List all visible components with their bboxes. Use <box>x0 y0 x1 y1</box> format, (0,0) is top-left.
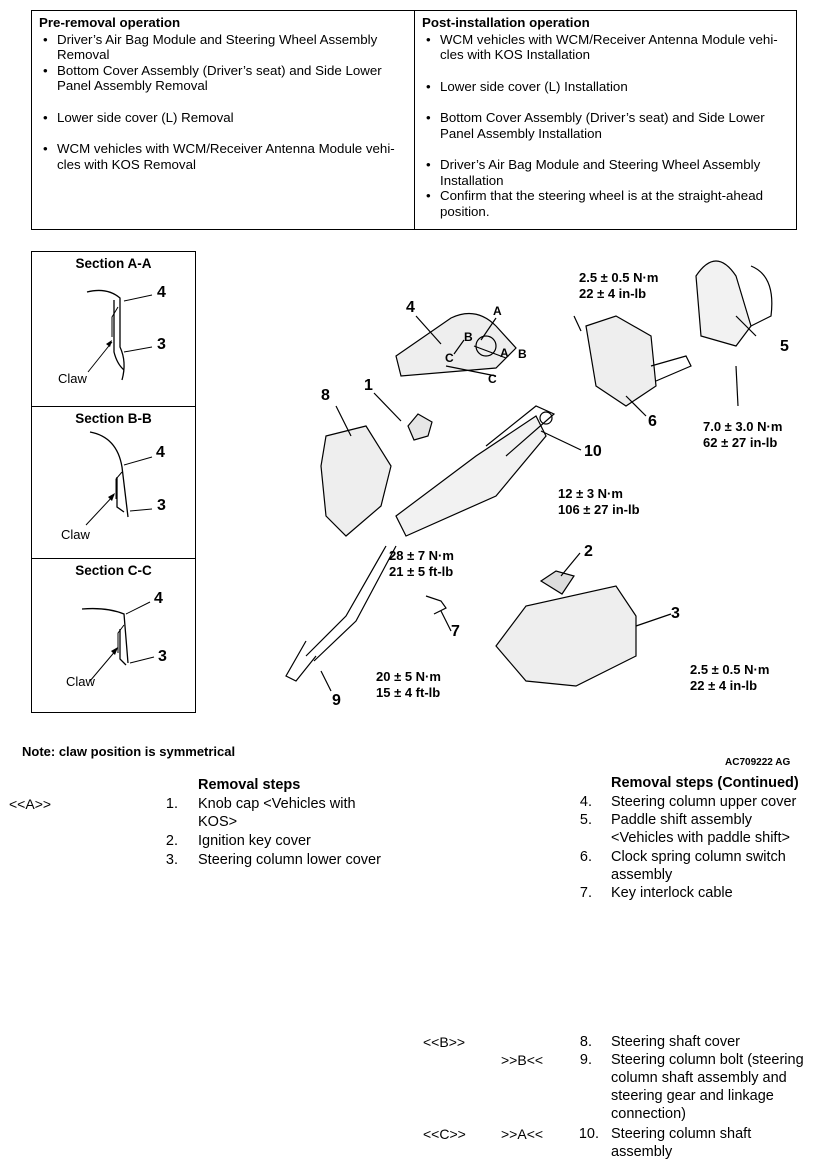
step-text: <Vehicles with paddle shift> <box>611 830 790 846</box>
part-label-3: 3 <box>158 648 167 665</box>
step-text: Key interlock cable <box>611 885 733 901</box>
callout-9: 9 <box>332 692 341 709</box>
section-views: Section A-A 4 3 Claw Section B-B 4 3 Cla… <box>31 251 196 713</box>
post-installation-item: Lower side cover (L) Installation <box>422 79 788 95</box>
pre-removal-item: Bottom Cover Assembly (Driver’s seat) an… <box>39 63 406 94</box>
section-title: Section B-B <box>75 411 152 426</box>
removal-steps-title: Removal steps <box>198 777 301 793</box>
callout-6: 6 <box>648 413 657 430</box>
step-number: 9. <box>579 1052 592 1068</box>
callout-8: 8 <box>321 387 330 404</box>
callout-1: 1 <box>364 377 373 394</box>
pre-removal-list: Driver’s Air Bag Module and Steering Whe… <box>39 32 406 173</box>
step-text: Steering column lower cover <box>198 852 381 868</box>
section-a-a: Section A-A 4 3 Claw <box>32 252 195 406</box>
view-arrow-a: A <box>493 304 502 318</box>
step-text: steering gear and linkage <box>611 1088 774 1104</box>
step-text: Clock spring column switch <box>611 849 786 865</box>
post-installation-item: WCM vehicles with WCM/Receiver Antenna M… <box>422 32 788 63</box>
step-text: Steering column shaft <box>611 1126 752 1142</box>
removal-steps-continued-title: Removal steps (Continued) <box>611 775 799 791</box>
callout-7: 7 <box>451 623 460 640</box>
part-label-4: 4 <box>154 590 163 607</box>
step-text: assembly <box>611 1144 673 1160</box>
step-text: Steering column upper cover <box>611 794 797 810</box>
claw-label: Claw <box>58 371 87 386</box>
operations-table: Pre-removal operation Driver’s Air Bag M… <box>31 10 797 230</box>
step-number: 6. <box>579 849 592 865</box>
exploded-view-drawing <box>285 260 773 692</box>
step-number: 7. <box>579 885 592 901</box>
callout-4: 4 <box>406 299 415 316</box>
section-c-c: Section C-C 4 3 Claw <box>32 558 195 712</box>
post-installation-header: Post-installation operation <box>422 15 590 30</box>
step-number: 1. <box>165 796 178 812</box>
step-number: 3. <box>165 852 178 868</box>
step-text: assembly <box>611 867 673 883</box>
removal-steps-right: Removal steps (Continued) 4. Steering co… <box>0 774 817 1169</box>
section-c-c-drawing <box>81 601 155 682</box>
section-a-a-drawing <box>86 289 153 381</box>
removal-steps-left: Removal steps <<A>> 1. Knob cap <Vehicle… <box>0 776 420 876</box>
pre-removal-item: WCM vehicles with WCM/Receiver Antenna M… <box>39 141 406 172</box>
procedure-mark: <<C>> <box>423 1126 466 1142</box>
step-text: KOS> <box>198 814 238 830</box>
part-label-3: 3 <box>157 336 166 353</box>
callout-3: 3 <box>671 605 680 622</box>
claw-label: Claw <box>66 674 95 689</box>
step-number: 5. <box>579 812 592 828</box>
view-arrow-b: B <box>518 347 527 361</box>
procedure-mark: >>A<< <box>501 1126 544 1142</box>
step-text: connection) <box>611 1106 686 1122</box>
step-text: Ignition key cover <box>198 833 311 849</box>
pre-removal-item: Lower side cover (L) Removal <box>39 110 406 126</box>
post-installation-column: Post-installation operation WCM vehicles… <box>415 11 796 229</box>
view-arrow-b: B <box>464 330 473 344</box>
procedure-mark: <<B>> <box>423 1034 466 1050</box>
post-installation-item: Driver’s Air Bag Module and Steering Whe… <box>422 157 788 188</box>
step-text: Steering shaft cover <box>611 1034 740 1050</box>
pre-removal-item: Driver’s Air Bag Module and Steering Whe… <box>39 32 406 63</box>
figure-code: AC709222 AG <box>725 757 791 768</box>
procedure-mark: >>B<< <box>501 1052 544 1068</box>
part-label-4: 4 <box>157 284 166 301</box>
part-label-4: 4 <box>156 444 165 461</box>
section-title: Section C-C <box>75 563 152 578</box>
step-number: 10. <box>578 1126 599 1142</box>
view-arrow-c: C <box>445 351 454 365</box>
section-title: Section A-A <box>75 256 152 271</box>
callout-5: 5 <box>780 338 789 355</box>
section-b-b-drawing <box>85 431 153 526</box>
step-text: Paddle shift assembly <box>611 812 753 828</box>
step-text: Steering column bolt (steering <box>611 1052 804 1068</box>
step-text: column shaft assembly and <box>611 1070 787 1086</box>
procedure-mark: <<A>> <box>9 796 52 812</box>
step-number: 8. <box>579 1034 592 1050</box>
view-arrow-c: C <box>488 372 497 386</box>
claw-label: Claw <box>61 527 90 542</box>
steering-column-exploded-view: 1 2 3 4 5 6 7 8 9 10 A A B B C C 2.5 ± 0… <box>196 236 817 716</box>
pre-removal-header: Pre-removal operation <box>39 15 181 30</box>
note-text: Note: claw position is symmetrical <box>22 744 236 759</box>
post-installation-item: Confirm that the steering wheel is at th… <box>422 188 788 219</box>
step-number: 4. <box>579 794 592 810</box>
step-number: 2. <box>165 833 178 849</box>
callout-10: 10 <box>584 443 602 460</box>
view-arrow-a: A <box>500 346 509 360</box>
step-text: Knob cap <Vehicles with <box>198 796 356 812</box>
post-installation-item: Bottom Cover Assembly (Driver’s seat) an… <box>422 110 788 141</box>
section-b-b: Section B-B 4 3 Claw <box>32 406 195 558</box>
part-label-3: 3 <box>157 497 166 514</box>
post-installation-list: WCM vehicles with WCM/Receiver Antenna M… <box>422 32 788 220</box>
pre-removal-column: Pre-removal operation Driver’s Air Bag M… <box>32 11 415 229</box>
callout-2: 2 <box>584 543 593 560</box>
